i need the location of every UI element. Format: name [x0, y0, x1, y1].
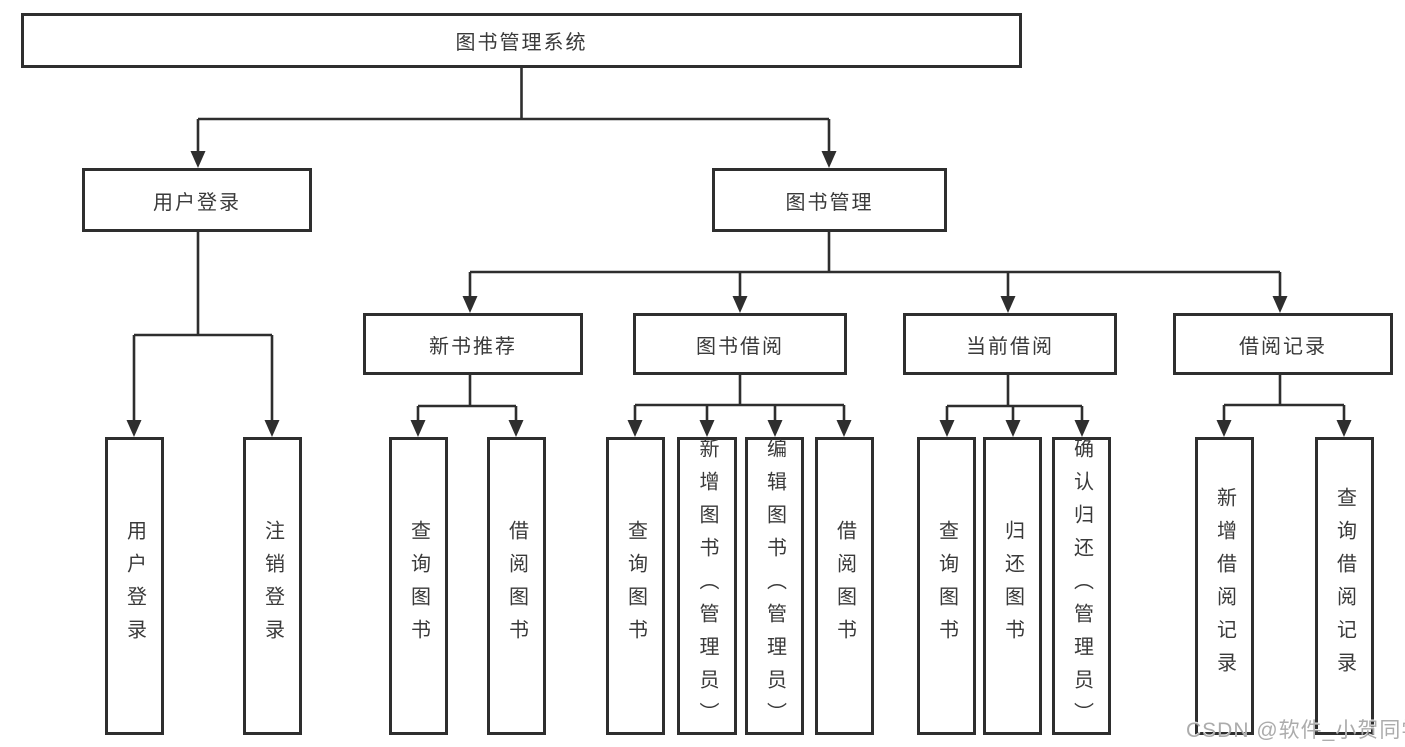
leaf-borrow-borrow-book: 借阅图书: [815, 437, 874, 735]
leaf-borrow-query-book: 查询图书: [606, 437, 665, 735]
node-current-borrow: 当前借阅: [903, 313, 1117, 375]
leaf-current-query-book: 查询图书: [917, 437, 976, 735]
arrow-to-leaf-rec-query: [410, 420, 426, 437]
node-new-book-recommend: 新书推荐: [363, 313, 583, 375]
leaf-borrow-borrow-book-label: 借阅图书: [833, 520, 856, 652]
leaf-current-query-book-label: 查询图书: [935, 520, 958, 652]
leaf-user-login: 用户登录: [105, 437, 164, 735]
leaf-borrow-query-book-label: 查询图书: [624, 520, 647, 652]
arrow-to-leaf-cur-query: [939, 420, 955, 437]
leaf-recommend-query-book: 查询图书: [389, 437, 448, 735]
leaf-record-add-borrow-record: 新增借阅记录: [1195, 437, 1254, 735]
arrow-to-leaf-cur-confirm: [1074, 420, 1090, 437]
leaf-user-logout: 注销登录: [243, 437, 302, 735]
arrow-to-leaf-login: [126, 420, 142, 437]
leaf-recommend-query-book-label: 查询图书: [407, 520, 430, 652]
arrow-to-book-borrow: [732, 296, 748, 313]
leaf-current-return-book: 归还图书: [983, 437, 1042, 735]
arrow-to-current-borrow: [1000, 296, 1016, 313]
leaf-current-confirm-return-admin-label: 确认归还（管理员）: [1070, 437, 1093, 735]
node-root-label: 图书管理系统: [455, 32, 588, 54]
arrow-to-leaf-bor-query: [627, 420, 643, 437]
arrow-to-book-mgmt: [821, 151, 837, 168]
arrow-to-leaf-log-query: [1336, 420, 1352, 437]
node-borrow-record-label: 借阅记录: [1239, 335, 1327, 358]
arrow-to-borrow-record: [1272, 296, 1288, 313]
leaf-record-add-borrow-record-label: 新增借阅记录: [1213, 487, 1236, 685]
csdn-watermark: CSDN @软件_小贺同学: [1186, 719, 1405, 742]
leaf-record-query-borrow-record: 查询借阅记录: [1315, 437, 1374, 735]
leaf-current-confirm-return-admin: 确认归还（管理员）: [1052, 437, 1111, 735]
leaf-user-logout-label: 注销登录: [261, 520, 284, 652]
leaf-borrow-edit-book-admin: 编辑图书（管理员）: [745, 437, 804, 735]
leaf-user-login-label: 用户登录: [123, 520, 146, 652]
leaf-recommend-borrow-book-label: 借阅图书: [505, 520, 528, 652]
arrow-to-leaf-logout: [264, 420, 280, 437]
arrow-to-leaf-rec-borrow: [508, 420, 524, 437]
leaf-borrow-add-book-admin-label: 新增图书（管理员）: [696, 437, 718, 735]
node-root-system: 图书管理系统: [21, 13, 1022, 68]
arrow-to-leaf-bor-add: [699, 420, 715, 437]
node-new-book-recommend-label: 新书推荐: [429, 335, 517, 358]
arrow-to-leaf-log-add: [1216, 420, 1232, 437]
leaf-borrow-edit-book-admin-label: 编辑图书（管理员）: [763, 437, 786, 735]
leaf-record-query-borrow-record-label: 查询借阅记录: [1333, 487, 1356, 685]
node-user-login: 用户登录: [82, 168, 312, 232]
arrow-to-new-book-rec: [462, 296, 478, 313]
arrow-to-leaf-cur-return: [1005, 420, 1021, 437]
leaf-borrow-add-book-admin: 新增图书（管理员）: [677, 437, 737, 735]
node-current-borrow-label: 当前借阅: [966, 335, 1054, 358]
arrow-to-leaf-bor-edit: [767, 420, 783, 437]
leaf-recommend-borrow-book: 借阅图书: [487, 437, 546, 735]
arrow-to-user-login: [190, 151, 206, 168]
node-borrow-record: 借阅记录: [1173, 313, 1393, 375]
arrow-to-leaf-bor-borrow: [836, 420, 852, 437]
leaf-current-return-book-label: 归还图书: [1001, 520, 1024, 652]
node-book-management: 图书管理: [712, 168, 947, 232]
node-book-borrow: 图书借阅: [633, 313, 847, 375]
node-user-login-label: 用户登录: [153, 191, 241, 214]
node-book-borrow-label: 图书借阅: [696, 335, 784, 358]
node-book-management-label: 图书管理: [785, 191, 874, 214]
